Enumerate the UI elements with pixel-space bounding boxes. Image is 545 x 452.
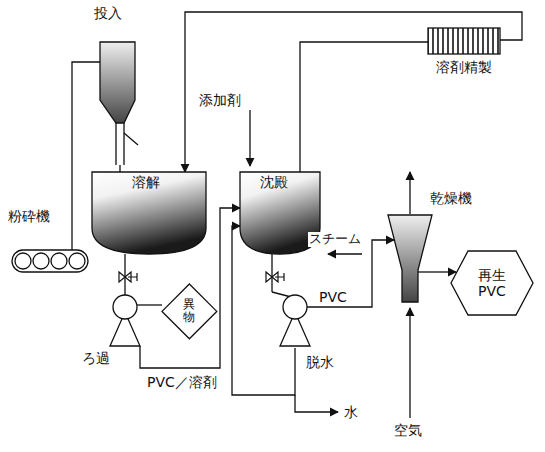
flow-line <box>137 304 162 305</box>
process-node: 脱水 <box>262 262 314 348</box>
process-node: 投入 <box>88 5 148 165</box>
process-node: 異物 <box>161 283 218 340</box>
node-shape <box>88 5 148 165</box>
node-label: ろ過 <box>82 350 110 366</box>
flow-line <box>124 254 125 262</box>
node-label: 乾燥機 <box>430 190 472 206</box>
node-label: 沈殿 <box>260 174 288 190</box>
flow-line <box>307 240 394 307</box>
process-node: 粉砕機 <box>4 206 92 278</box>
node-label: 溶解 <box>132 174 160 190</box>
node-label: 粉砕機 <box>8 208 50 224</box>
node-shape <box>108 262 152 348</box>
water-arrow <box>295 395 338 412</box>
node-label: 投入 <box>94 5 122 21</box>
stream-label: 添加剤 <box>198 92 242 108</box>
flow-line <box>432 271 456 272</box>
process-node: 溶剤精製 <box>426 26 502 78</box>
flow-label: PVC／溶剤 <box>146 374 218 390</box>
flow-label: PVC <box>318 289 348 305</box>
process-node: ろ過 <box>108 262 152 348</box>
flow-line <box>271 254 272 262</box>
node-label: 脱水 <box>306 354 334 370</box>
steam-arrow <box>328 253 362 254</box>
air-arrow <box>409 308 410 418</box>
node-label: 再生 PVC <box>470 267 514 299</box>
process-node: 溶解 <box>90 168 208 256</box>
stream-label: スチーム <box>308 232 362 247</box>
additive-arrow <box>249 110 250 166</box>
node-label: 溶剤精製 <box>436 59 492 75</box>
flow-line <box>185 12 522 172</box>
node-shape <box>388 210 432 305</box>
node-label: 異物 <box>183 298 195 324</box>
flow-line <box>300 42 428 172</box>
process-node: 再生 PVC <box>450 250 534 316</box>
stream-label: 水 <box>343 404 359 420</box>
node-shape <box>262 262 314 348</box>
stream-label: 空気 <box>393 422 423 438</box>
exhaust-arrow <box>409 172 410 214</box>
process-node: 乾燥機 <box>388 210 432 305</box>
